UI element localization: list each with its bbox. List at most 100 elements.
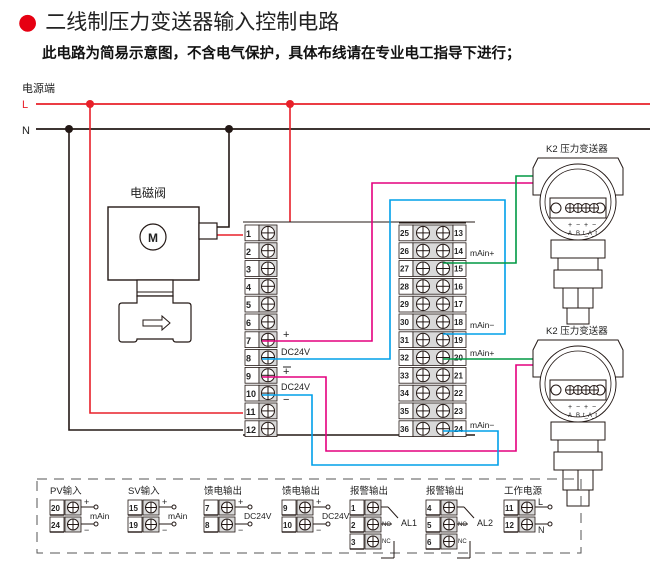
screw-icon — [261, 421, 275, 436]
screw-icon — [145, 518, 157, 531]
t14-label: mAin+ — [470, 248, 494, 258]
screw-icon — [436, 332, 450, 347]
t9-plus-label: + — [283, 366, 289, 378]
t24-label: mAin− — [470, 420, 494, 430]
screw-icon — [261, 297, 275, 312]
terminal-9: 9 — [244, 366, 278, 384]
transmitter-terminal-letter: B — [576, 413, 580, 419]
screw-icon — [416, 314, 430, 329]
transmitter-terminal-letter: B — [576, 231, 580, 237]
wire-t8-to-t19 — [262, 199, 506, 360]
live-wire-term11 — [89, 104, 262, 414]
terminal-number: 35 — [400, 407, 409, 416]
t8-dc24v-label: DC24V — [281, 347, 310, 357]
flow-arrow-icon — [142, 314, 171, 332]
terminal-number: 36 — [400, 425, 409, 434]
screw-icon — [443, 518, 455, 531]
legend-note: mAin — [168, 511, 188, 521]
legend-terminal-number: 9 — [283, 504, 288, 513]
screw-icon — [261, 386, 275, 401]
screw-icon — [416, 279, 430, 294]
legend-sign: N — [538, 525, 545, 535]
screw-icon — [416, 350, 430, 365]
screw-icon — [443, 501, 455, 514]
terminal-12: 12 — [244, 420, 278, 437]
terminal-number: 22 — [454, 389, 463, 398]
transmitter-label: K2 压力变送器 — [546, 143, 608, 155]
legend-terminal-number: 3 — [351, 538, 356, 547]
legend-sign: − — [238, 525, 243, 535]
terminal-number: 14 — [454, 247, 463, 256]
transmitter-terminal-sign: − — [576, 222, 580, 229]
screw-icon — [521, 518, 533, 531]
t10-minus-label: − — [283, 394, 289, 406]
terminal-number: 25 — [400, 229, 409, 238]
screw-icon — [261, 332, 275, 347]
transmitter-terminal-letter: A — [568, 231, 572, 237]
terminal-6: 6 — [244, 313, 278, 331]
legend-terminal-number: 19 — [129, 521, 138, 530]
page-title: ●二线制压力变送器输入控制电路 — [18, 6, 339, 36]
terminal-3: 3 — [244, 260, 278, 277]
legend-title: 工作电源 — [504, 485, 543, 497]
live-label: L — [22, 99, 28, 111]
screw-icon — [436, 243, 450, 258]
legend-title: 馈电输出 — [282, 485, 320, 497]
legend-sign: − — [84, 525, 89, 535]
screw-icon — [416, 368, 430, 383]
terminal-2: 2 — [244, 242, 278, 260]
screw-icon — [261, 261, 275, 276]
screw-icon — [367, 501, 379, 514]
motor-label: M — [148, 231, 158, 245]
terminal-number: 1 — [246, 229, 251, 239]
legend-terminal-number: 24 — [51, 521, 60, 530]
terminal-number: 23 — [454, 407, 463, 416]
terminal-number: 9 — [246, 371, 251, 381]
screw-icon — [443, 535, 455, 548]
transmitter-terminal-sign: − — [592, 404, 596, 411]
terminal-1: 1 — [244, 224, 278, 242]
screw-icon — [67, 518, 79, 531]
legend-sign: + — [316, 497, 321, 507]
screw-icon — [299, 518, 311, 531]
transmitter-terminal-letter: t_A_t — [583, 231, 597, 237]
screw-icon — [261, 225, 275, 240]
screw-icon — [436, 368, 450, 383]
screw-icon — [261, 314, 275, 329]
transmitter-terminal-letter: A — [568, 413, 572, 419]
t7-plus-label: + — [283, 329, 289, 341]
screw-icon — [145, 501, 157, 514]
terminal-number: 19 — [454, 336, 463, 345]
transmitter-terminal-sign: + — [568, 222, 572, 229]
terminal-number: 18 — [454, 318, 463, 327]
terminal-number: 17 — [454, 300, 463, 309]
terminal-number: 27 — [400, 265, 409, 274]
legend-note: AL1 — [401, 518, 417, 528]
screw-icon — [436, 350, 450, 365]
terminal-11: 11 — [244, 402, 278, 420]
terminal-number: 2 — [246, 247, 251, 257]
terminal-number: 11 — [246, 407, 256, 417]
terminal-number: 10 — [246, 389, 256, 399]
screw-icon — [436, 386, 450, 401]
power-label: 电源端 — [22, 81, 55, 95]
screw-icon — [436, 403, 450, 418]
terminal-number: 29 — [400, 300, 409, 309]
legend-note: AL2 — [477, 518, 493, 528]
legend-terminal-number: 11 — [505, 504, 514, 513]
terminal-row-35-23: 35 23 — [398, 402, 467, 420]
terminal-number: 4 — [246, 282, 251, 292]
screw-icon — [521, 501, 533, 514]
terminal-number: 28 — [400, 282, 409, 291]
screw-icon — [436, 297, 450, 312]
legend-title: SV输入 — [128, 485, 160, 497]
